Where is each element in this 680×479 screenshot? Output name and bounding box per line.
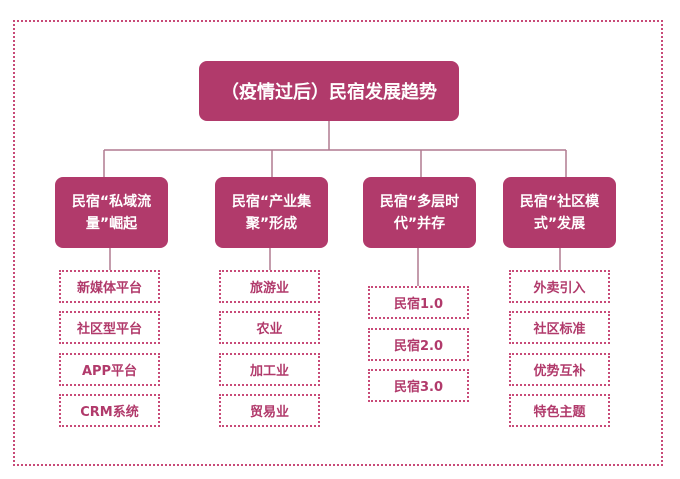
leaf-item: 特色主题 xyxy=(509,394,610,427)
leaf-item: 民宿1.0 xyxy=(368,286,469,319)
category-community-mode: 民宿“社区模式”发展 xyxy=(503,177,616,248)
leaf-item: 民宿2.0 xyxy=(368,328,469,361)
leaf-item: 贸易业 xyxy=(219,394,320,427)
category-multi-tier-era: 民宿“多层时代”并存 xyxy=(363,177,476,248)
category-title: 民宿“产业集聚”形成 xyxy=(231,193,312,232)
category-title: 民宿“多层时代”并存 xyxy=(379,193,460,232)
leaf-item: 农业 xyxy=(219,311,320,344)
leaf-item: 加工业 xyxy=(219,353,320,386)
leaf-item: 社区型平台 xyxy=(59,311,160,344)
root-node: （疫情过后）民宿发展趋势 xyxy=(199,61,459,121)
leaf-item: 社区标准 xyxy=(509,311,610,344)
leaf-item: 外卖引入 xyxy=(509,270,610,303)
category-title: 民宿“私域流量”崛起 xyxy=(71,193,152,232)
category-private-traffic: 民宿“私域流量”崛起 xyxy=(55,177,168,248)
leaf-item: 民宿3.0 xyxy=(368,369,469,402)
leaf-item: 优势互补 xyxy=(509,353,610,386)
category-industry-cluster: 民宿“产业集聚”形成 xyxy=(215,177,328,248)
root-title: （疫情过后）民宿发展趋势 xyxy=(221,82,437,103)
outer-dotted-frame xyxy=(13,20,663,466)
leaf-item: CRM系统 xyxy=(59,394,160,427)
leaf-item: APP平台 xyxy=(59,353,160,386)
leaf-item: 旅游业 xyxy=(219,270,320,303)
leaf-item: 新媒体平台 xyxy=(59,270,160,303)
category-title: 民宿“社区模式”发展 xyxy=(519,193,600,232)
